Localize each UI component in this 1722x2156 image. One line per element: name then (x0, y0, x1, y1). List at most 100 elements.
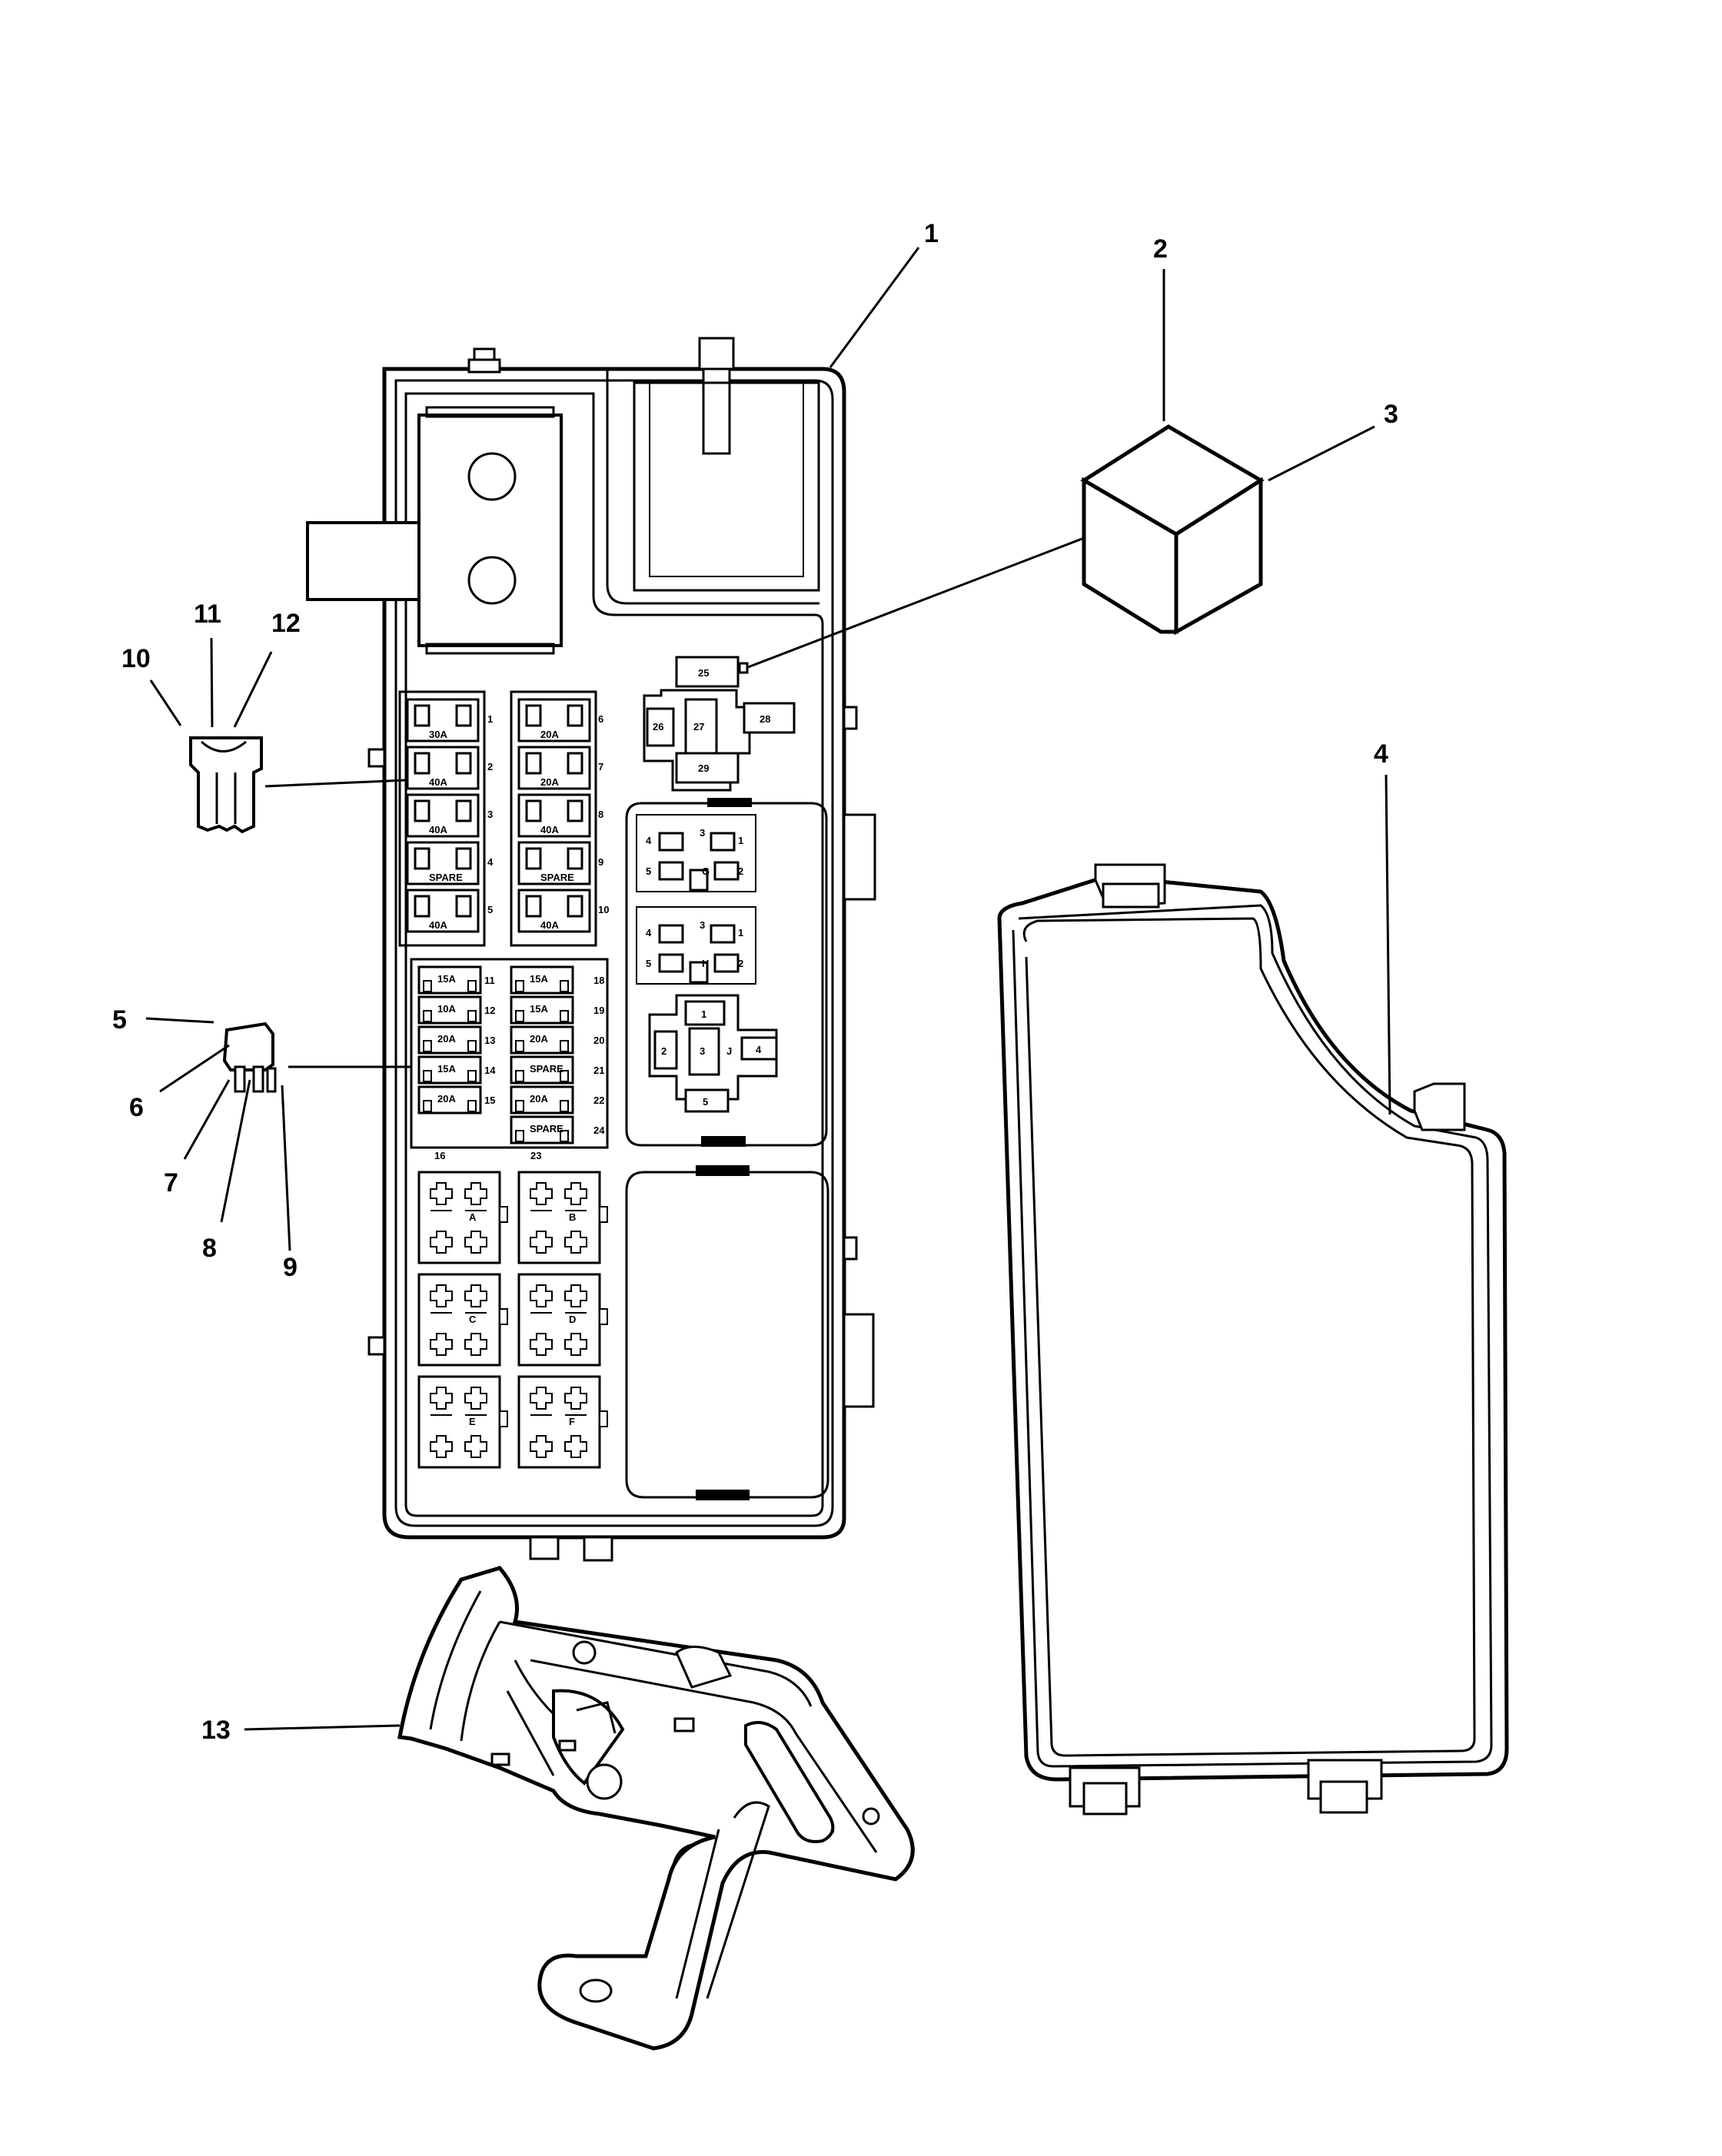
relay-pin-label: 3 (700, 919, 705, 931)
mini-fuse-number: 23 (530, 1150, 541, 1161)
maxi-fuse: 30A 1 (406, 698, 493, 742)
callout-13: 13 (201, 1716, 231, 1745)
maxi-fuse: 40A 3 (406, 793, 493, 838)
fuse-label: 40A (429, 919, 447, 931)
fuse-number: 4 (487, 856, 494, 868)
relay-slot: D (517, 1273, 608, 1367)
relay-pin-label: H (702, 958, 709, 969)
relay-pin-label: 26 (653, 721, 663, 733)
fuse-label: 20A (530, 1033, 548, 1045)
callout-1: 1 (924, 219, 939, 248)
fuse-label: 20A (530, 1093, 548, 1105)
relay-slot-grid: A B C D E F (417, 1171, 608, 1469)
fuse-label: SPARE (429, 872, 463, 883)
relay-pin-label: 1 (738, 927, 743, 938)
relay-pin-label: 4 (756, 1044, 762, 1055)
callout-5: 5 (112, 1005, 127, 1035)
relay-pin-label: 1 (701, 1008, 706, 1020)
fuse-number: 10 (598, 904, 609, 915)
relay-pin-label: 4 (646, 927, 652, 938)
fuse-label: 20A (540, 776, 559, 788)
fuse-number: 22 (593, 1095, 604, 1106)
fuse-label: 15A (437, 973, 456, 985)
callout-11: 11 (194, 600, 221, 629)
fuse-label: 20A (540, 729, 559, 740)
callout-labels: 1 2 3 4 5 6 7 8 9 10 11 12 13 (112, 219, 1398, 1745)
fuse-label: 20A (437, 1093, 456, 1105)
relay-slot: E (417, 1375, 508, 1469)
maxi-fuse: SPARE 4 (406, 841, 494, 885)
fuse-label: 30A (429, 729, 447, 740)
mini-fuse: 15A 11 (417, 965, 495, 995)
relay-cube (747, 424, 1265, 669)
fuse-number: 14 (484, 1065, 496, 1076)
relay-slot-label: F (569, 1416, 575, 1427)
relay-slot-label: E (469, 1416, 476, 1427)
fuse-label: 10A (437, 1003, 456, 1015)
mini-fuse: 10A 12 (417, 995, 495, 1025)
relay-pin-label: 4 (646, 835, 652, 846)
fuse-number: 6 (598, 713, 603, 725)
fuse-number: 1 (487, 713, 493, 725)
relay-cluster-top: 25 26 27 28 29 (643, 656, 796, 792)
relay-pin-label: 29 (698, 762, 709, 774)
relay-slot-label: A (469, 1211, 477, 1223)
relay-slot: C (417, 1273, 508, 1367)
fuse-label: 40A (429, 824, 447, 835)
fuse-label: SPARE (530, 1123, 563, 1134)
relay-pin-label: 5 (703, 1096, 708, 1108)
fuse-label: 40A (429, 776, 447, 788)
relay-pin-label: 2 (738, 958, 743, 969)
fuse-number: 13 (484, 1035, 495, 1046)
relay-slot: B (517, 1171, 608, 1264)
fuse-number: 3 (487, 809, 493, 820)
fuse-label: 20A (437, 1033, 456, 1045)
fuse-number: 12 (484, 1005, 495, 1016)
fuse-number: 19 (593, 1005, 604, 1016)
fuse-label: 15A (530, 973, 548, 985)
relay-slot: A (417, 1171, 508, 1264)
callout-3: 3 (1384, 400, 1398, 429)
mounting-bracket (397, 1566, 915, 2051)
empty-compartment (625, 1165, 829, 1500)
relay-pin-label: 27 (693, 721, 704, 733)
mini-fuse-number: 16 (434, 1150, 445, 1161)
relay-pin-label: 1 (738, 835, 743, 846)
mini-fuse: 15A 18 (510, 965, 604, 995)
relay-slot-label: C (469, 1314, 477, 1325)
mini-fuse: 20A 22 (510, 1085, 604, 1115)
fuse-number: 8 (598, 809, 603, 820)
fuse-label: SPARE (530, 1063, 563, 1075)
fuse-label: 15A (437, 1063, 456, 1075)
fuse-number: 18 (593, 975, 604, 986)
fuse-number: 11 (484, 975, 495, 986)
fuse-number: 5 (487, 904, 493, 915)
relay-pin-label: 2 (738, 865, 743, 877)
relay-pin-label: 25 (698, 667, 709, 679)
maxi-fuse: 20A 7 (517, 746, 603, 790)
mini-fuse: 15A 14 (417, 1055, 496, 1085)
callout-2: 2 (1153, 234, 1168, 264)
mini-fuse: 20A 13 (417, 1025, 495, 1055)
maxi-fuse: 20A 6 (517, 698, 603, 742)
callout-9: 9 (283, 1253, 298, 1282)
relay-pin-label: 5 (646, 865, 651, 877)
relay-pin-label: 2 (661, 1045, 667, 1057)
callout-6: 6 (129, 1093, 144, 1122)
fuse-number: 7 (598, 761, 603, 772)
relay-pin-label: G (702, 865, 710, 877)
fuse-label: SPARE (540, 872, 574, 883)
callout-4: 4 (1374, 739, 1388, 769)
relay-slot-label: B (569, 1211, 576, 1223)
relay-slot-label: D (569, 1314, 576, 1325)
